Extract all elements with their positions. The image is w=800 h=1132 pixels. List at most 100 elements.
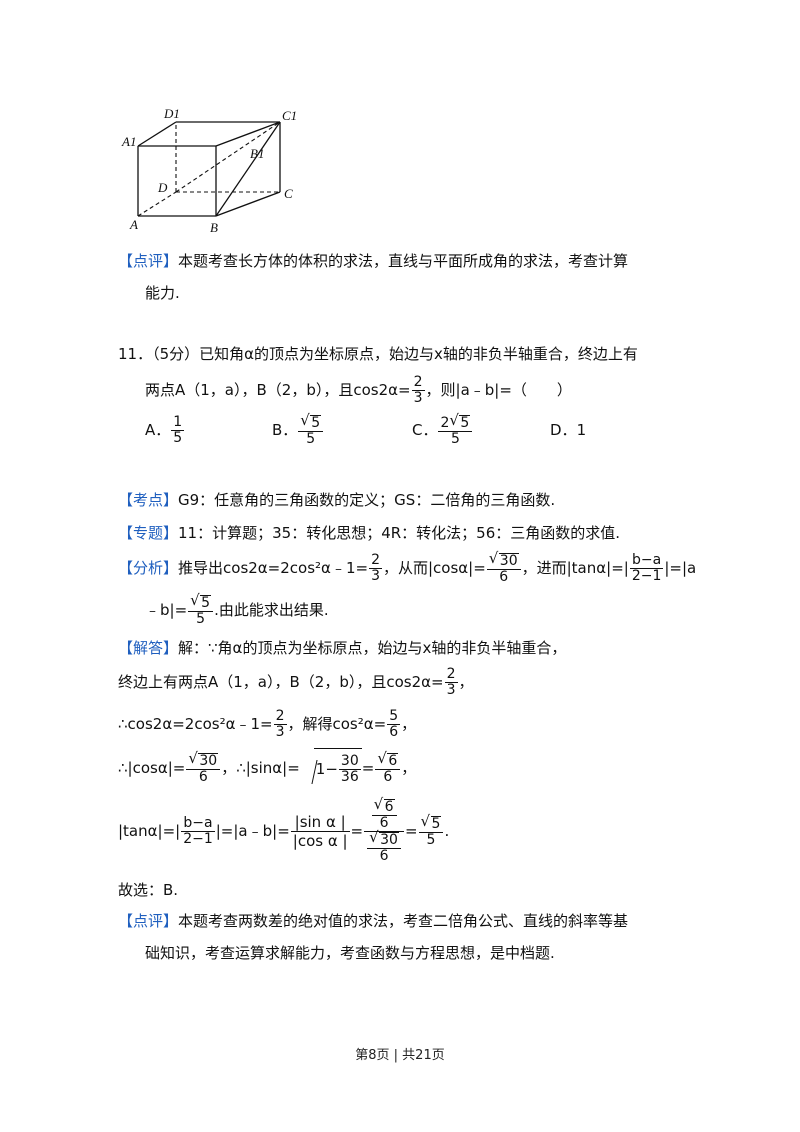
jieda-l5-frac2: |sin α ||cos α | xyxy=(290,813,350,850)
fenxi-frac4: 55 xyxy=(188,593,214,627)
fenxi-t2: ，从而|cosα|= xyxy=(382,559,486,577)
q11-line1: 11．（5分）已知角α的顶点为坐标原点，始边与x轴的非负半轴重合，终边上有 xyxy=(118,345,638,363)
edge-b-c xyxy=(215,191,281,217)
jieda-l2-post: ， xyxy=(458,673,474,691)
jieda-l4-pre: ∴|cosα|= xyxy=(118,759,186,777)
option-d-value: 1 xyxy=(576,421,587,439)
cuboid-figure: D1 C1 A1 B1 D C A B xyxy=(121,106,297,235)
label-c1: C1 xyxy=(282,108,297,123)
kaodian-tag: 【考点】 xyxy=(118,491,179,509)
fenxi-t4: |=|a xyxy=(664,559,697,577)
label-d: D xyxy=(157,180,168,195)
jieda-l2-num: 2 xyxy=(444,666,458,683)
label-d1: D1 xyxy=(163,106,180,121)
fenxi-l2-pre: ﹣b|= xyxy=(145,601,188,619)
page-footer: 第8页 | 共21页 xyxy=(355,1048,445,1063)
jieda-l5-f2-den: |cos α | xyxy=(292,832,348,850)
jieda-l4-inner-num: 30 xyxy=(338,753,361,770)
option-d: D．1 xyxy=(550,420,586,440)
label-c: C xyxy=(284,186,293,201)
jieda-line5: |tanα|=|b−a2−1|=|a﹣b|=|sin α ||cos α |=6… xyxy=(118,790,449,872)
fenxi-frac4-num: 5 xyxy=(190,593,212,611)
edge-a1-d1 xyxy=(137,121,177,147)
fenxi-line2: ﹣b|=55.由此能求出结果. xyxy=(145,590,329,630)
option-c-frac: 255 xyxy=(438,413,473,447)
comment2-text1: 本题考查两数差的绝对值的求法，考查二倍角公式、直线的斜率等基 xyxy=(178,912,629,930)
option-c-coef: 2 xyxy=(440,414,450,431)
jieda-l5-f3-dd: 6 xyxy=(379,848,389,864)
fenxi-frac3-den: 2−1 xyxy=(631,568,662,584)
q11-frac-num: 2 xyxy=(411,374,425,391)
jieda-l5-f1-den: 2−1 xyxy=(183,831,213,847)
fenxi-frac2: 306 xyxy=(486,551,521,585)
jieda-tag: 【解答】 xyxy=(118,639,179,657)
fenxi-frac4-den: 5 xyxy=(196,610,206,627)
option-b-den: 5 xyxy=(306,430,316,447)
jieda-l3-pre: ∴cos2α=2cos²α﹣1= xyxy=(118,715,273,733)
jieda-line6: 故选：B. xyxy=(118,881,179,899)
fenxi-t1: 推导出cos2α=2cos²α﹣1= xyxy=(178,559,369,577)
option-a-den: 5 xyxy=(173,430,183,446)
comment2-line1: 【点评】本题考查两数差的绝对值的求法，考查二倍角公式、直线的斜率等基 xyxy=(118,911,628,931)
hidden-a-d xyxy=(137,191,177,217)
zhuanti-tag: 【专题】 xyxy=(118,524,179,542)
label-a: A xyxy=(129,217,138,232)
jieda-l3-num2: 5 xyxy=(387,708,401,725)
jieda-l5-f1-num: b−a xyxy=(181,816,215,832)
fenxi-l2-post: .由此能求出结果. xyxy=(214,601,329,619)
jieda-l4-den2: 6 xyxy=(383,768,393,785)
option-b-num: 5 xyxy=(300,413,322,431)
jieda-line1: 【解答】解：∵角α的顶点为坐标原点，始边与x轴的非负半轴重合， xyxy=(118,638,566,658)
jieda-l3-num: 2 xyxy=(273,708,287,725)
option-b: B．55 xyxy=(272,412,324,448)
jieda-l5-f3-dn: 30 xyxy=(369,830,399,848)
jieda-l4-frac2: 66 xyxy=(375,751,401,785)
zhuanti-line: 【专题】11：计算题；35：转化思想；4R：转化法；56：三角函数的求值. xyxy=(118,523,620,543)
jieda-l4-post: ， xyxy=(401,759,417,777)
option-c-den: 5 xyxy=(450,430,460,447)
jieda-l4-den: 6 xyxy=(198,768,208,785)
option-c-num: 5 xyxy=(449,413,471,431)
jieda-l3-mid: ，解得cos²α= xyxy=(287,715,387,733)
fenxi-line1: 【分析】推导出cos2α=2cos²α﹣1=23，从而|cosα|=306，进而… xyxy=(118,548,696,588)
jieda-l4-frac: 306 xyxy=(186,751,221,785)
jieda-l5-f3-nn: 6 xyxy=(374,797,395,815)
edge-b-c1 xyxy=(215,121,281,217)
zhuanti-text: 11：计算题；35：转化思想；4R：转化法；56：三角函数的求值. xyxy=(178,524,621,542)
jieda-l5-frac4: 55 xyxy=(418,814,444,848)
jieda-l5-eq2: = xyxy=(404,822,418,840)
label-a1: A1 xyxy=(121,134,136,149)
jieda-l5-mid: |=|a﹣b|= xyxy=(215,822,290,840)
jieda-l4-mid: ，∴|sinα|= xyxy=(221,759,300,777)
jieda-l5-pre: |tanα|=| xyxy=(118,822,181,840)
jieda-l5-eq: = xyxy=(350,822,364,840)
jieda-l3-post: ， xyxy=(401,715,417,733)
edge-b1-c1 xyxy=(215,121,281,147)
jieda-l5-f2-num: |sin α | xyxy=(290,813,350,832)
fenxi-tag: 【分析】 xyxy=(118,559,179,577)
fenxi-frac1-num: 2 xyxy=(369,552,382,569)
comment1-line1: 【点评】本题考查长方体的体积的求法，直线与平面所成角的求法，考查计算 xyxy=(118,251,628,271)
jieda-l5-f3-top: 66 xyxy=(371,797,397,831)
q11-line2-pre: 两点A（1，a），B（2，b），且cos2α= xyxy=(145,381,411,399)
fenxi-frac1-den: 3 xyxy=(371,568,380,584)
jieda-l2-pre: 终边上有两点A（1，a），B（2，b），且cos2α= xyxy=(118,673,444,691)
fenxi-t3: ，进而|tanα|=| xyxy=(521,559,629,577)
label-b1: B1 xyxy=(250,146,264,161)
option-d-label: D． xyxy=(550,421,577,439)
jieda-l5-frac3: 66306 xyxy=(364,797,404,864)
option-a-label: A． xyxy=(145,421,171,439)
option-b-label: B． xyxy=(272,421,298,439)
label-b: B xyxy=(210,220,218,235)
